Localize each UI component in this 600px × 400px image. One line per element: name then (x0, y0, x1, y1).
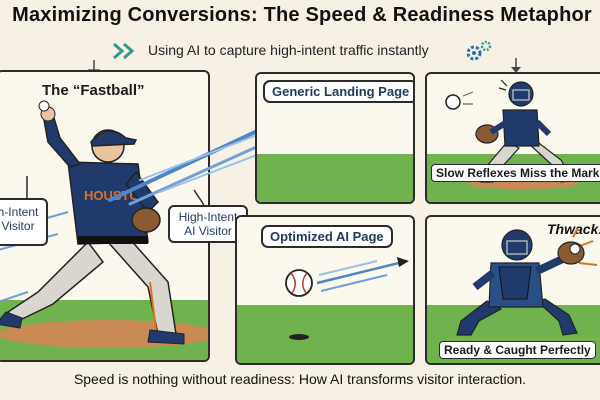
fastball-label: The “Fastball” (42, 82, 145, 99)
grass (257, 154, 413, 202)
callout-right-pointer (193, 189, 205, 206)
slow-catcher-illustration (445, 79, 579, 189)
footer-tagline: Speed is nothing without readiness: How … (73, 371, 527, 387)
generic-landing-page-label: Generic Landing Page (263, 80, 413, 103)
slow-reflexes-caption: Slow Reflexes Miss the Mark (431, 164, 600, 182)
subtitle-row: Using AI to capture high-intent traffic … (0, 40, 600, 64)
callout-line-1: High-Intent (178, 210, 238, 224)
callout-line-2: Visitor (1, 219, 35, 233)
page-title: Maximizing Conversions: The Speed & Read… (12, 4, 592, 26)
optimized-ai-page-label: Optimized AI Page (261, 225, 393, 248)
gears-icon (466, 40, 492, 61)
high-intent-visitor-callout: h-Intent Visitor (0, 198, 48, 246)
callout-line-2: AI Visitor (184, 224, 232, 238)
ready-caught-caption: Ready & Caught Perfectly (439, 341, 596, 359)
generic-landing-page-panel: Generic Landing Page (255, 72, 415, 204)
page-subtitle: Using AI to capture high-intent traffic … (148, 42, 429, 58)
high-intent-ai-visitor-callout: High-Intent AI Visitor (168, 205, 248, 243)
incoming-ball (285, 257, 409, 340)
grass (237, 305, 413, 363)
ready-caught-panel: Thwack! Ready & Caught Perfectly (425, 215, 600, 365)
callout-left-pointer (26, 176, 28, 198)
optimized-ai-page-panel: Optimized AI Page (235, 215, 415, 365)
header-arrow-right (511, 58, 521, 73)
chevron-arrows-icon (113, 42, 135, 60)
pitcher-illustration: HOUSTON (0, 100, 208, 348)
callout-line-1: h-Intent (0, 205, 39, 219)
ready-catcher-illustration (456, 228, 598, 336)
thwack-exclamation: Thwack! (547, 221, 600, 237)
slow-reflexes-panel: Slow Reflexes Miss the Mark (425, 72, 600, 204)
